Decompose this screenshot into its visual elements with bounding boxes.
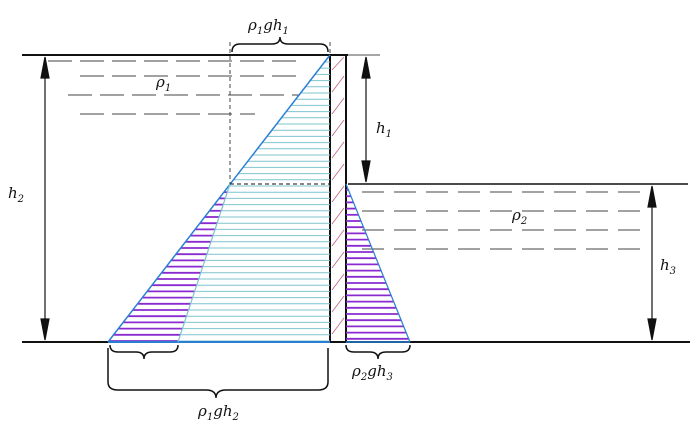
hatch-line xyxy=(331,56,345,71)
hatch-line xyxy=(331,251,345,269)
hatch-line xyxy=(331,75,345,93)
right-water-dashes xyxy=(362,191,640,250)
small-brace xyxy=(109,344,179,360)
bottom-right-brace-label: ρ2gh3 xyxy=(351,362,393,383)
h2-label: h2 xyxy=(8,184,24,205)
hatch-line xyxy=(331,207,345,225)
left-pressure-triangle xyxy=(107,54,331,343)
right-pressure-triangle xyxy=(345,183,411,343)
bottom-right-brace xyxy=(345,344,411,360)
hatch-line xyxy=(331,97,345,115)
wall xyxy=(329,54,347,343)
bottom-left-brace xyxy=(107,348,329,399)
hatch-line xyxy=(331,185,345,203)
h3-dimension-arrow xyxy=(647,185,657,341)
rho1-label: ρ1 xyxy=(155,73,171,94)
h1-dimension-arrow xyxy=(348,54,380,183)
left-water-dashes xyxy=(48,60,300,115)
h1-label: h1 xyxy=(376,119,392,140)
top-brace-label: ρ1gh1 xyxy=(247,16,289,37)
top-brace xyxy=(231,36,329,53)
hatch-line xyxy=(331,317,345,335)
bottom-left-brace-label: ρ1gh2 xyxy=(197,402,239,423)
rho2-label: ρ2 xyxy=(511,206,527,227)
hatch-line xyxy=(331,273,345,291)
hatch-line xyxy=(331,119,345,137)
hatch-line xyxy=(331,141,345,159)
hatch-line xyxy=(331,163,345,181)
hatch-line xyxy=(331,295,345,313)
hatch-line xyxy=(331,229,345,247)
h3-label: h3 xyxy=(660,256,676,277)
h2-dimension-arrow xyxy=(40,56,50,341)
top-projection-lines xyxy=(229,42,331,184)
